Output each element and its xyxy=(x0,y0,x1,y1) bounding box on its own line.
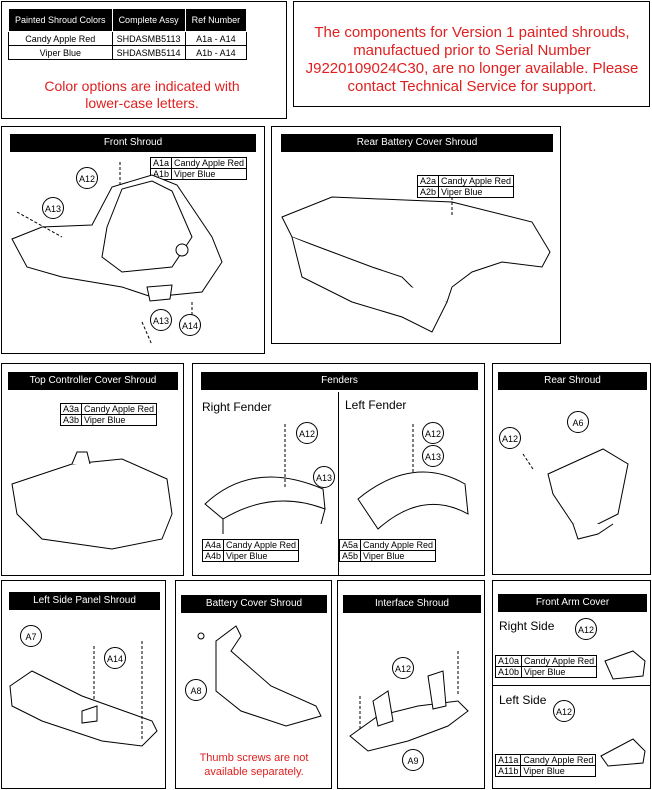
ref: A4b xyxy=(201,550,225,562)
header-colors: Painted Shroud Colors xyxy=(8,8,113,32)
ref: A4a xyxy=(201,539,225,551)
color: Viper Blue xyxy=(521,666,598,678)
header-assy: Complete Assy xyxy=(111,8,186,32)
panel-left-side: Left Side Panel Shroud A7 A14 xyxy=(1,580,166,789)
rear-shroud-drawing xyxy=(522,448,629,540)
right-side-title: Right Side xyxy=(499,619,555,633)
color: Candy Apple Red xyxy=(521,655,598,667)
callout-a12: A12 xyxy=(392,657,414,679)
callout-a13: A13 xyxy=(42,197,64,219)
callout-a12: A12 xyxy=(575,618,597,640)
cell: Viper Blue xyxy=(8,45,113,60)
color: Viper Blue xyxy=(171,168,248,180)
panel-title: Top Controller Cover Shroud xyxy=(8,372,178,390)
color: Viper Blue xyxy=(81,414,158,426)
panel-front-arm-cover: Front Arm Cover Right Side Left Side A12… xyxy=(492,580,651,789)
callout-a8: A8 xyxy=(185,679,207,701)
top-controller-drawing xyxy=(11,451,173,550)
left-side-title: Left Side xyxy=(499,693,547,707)
notice-text: The components for Version 1 painted shr… xyxy=(305,24,639,95)
battery-cover-drawing xyxy=(197,625,322,727)
cell: A1b - A14 xyxy=(184,45,248,60)
cell: A1a - A14 xyxy=(184,31,248,46)
color-legend-box: Painted Shroud Colors Complete Assy Ref … xyxy=(1,1,287,119)
callout-a13: A13 xyxy=(422,445,444,467)
cell: SHDASMB5114 xyxy=(111,45,186,60)
ref: A10a xyxy=(494,655,523,667)
callout-a13: A13 xyxy=(150,309,172,331)
panel-title: Fenders xyxy=(201,372,478,390)
rear-battery-cover-drawing xyxy=(281,196,551,333)
callout-a12: A12 xyxy=(553,700,575,722)
front-shroud-drawing xyxy=(11,162,223,346)
left-side-drawing xyxy=(9,641,158,747)
callout-a13: A13 xyxy=(313,466,335,488)
legend-note: Color options are indicated with lower-c… xyxy=(44,78,240,111)
header-ref: Ref Number xyxy=(184,8,248,32)
color: Candy Apple Red xyxy=(223,539,300,551)
callout-a12: A12 xyxy=(76,167,98,189)
panel-fenders: Fenders Right Fender Left Fender A12 A13… xyxy=(192,363,485,576)
battery-cover-note: Thumb screws are not available separatel… xyxy=(199,752,309,778)
ref: A11a xyxy=(494,754,522,766)
color: Viper Blue xyxy=(520,765,597,777)
cell: SHDASMB5113 xyxy=(111,31,186,46)
notice-box: The components for Version 1 painted shr… xyxy=(293,1,650,107)
panel-title: Left Side Panel Shroud xyxy=(9,592,160,610)
panel-title: Front Arm Cover xyxy=(498,594,647,612)
callout-a6: A6 xyxy=(567,411,589,433)
color: Candy Apple Red xyxy=(360,539,437,551)
right-fender-title: Right Fender xyxy=(202,400,272,414)
ref: A5b xyxy=(338,550,362,562)
divider xyxy=(493,685,650,686)
fenders-drawing xyxy=(204,424,469,534)
color: Viper Blue xyxy=(223,550,300,562)
left-fender-title: Left Fender xyxy=(345,398,407,412)
callout-a14: A14 xyxy=(104,647,126,669)
panel-title: Interface Shroud xyxy=(343,595,481,613)
color: Viper Blue xyxy=(438,186,515,198)
panel-title: Front Shroud xyxy=(10,134,256,152)
ref: A5a xyxy=(338,539,362,551)
color: Viper Blue xyxy=(360,550,437,562)
cell: Candy Apple Red xyxy=(8,31,113,46)
callout-a7: A7 xyxy=(20,625,42,647)
color: Candy Apple Red xyxy=(520,754,597,766)
panel-rear-shroud: Rear Shroud A12 A6 xyxy=(492,363,651,575)
panel-title: Rear Battery Cover Shroud xyxy=(281,134,553,152)
callout-a12: A12 xyxy=(499,427,521,449)
panel-title: Battery Cover Shroud xyxy=(181,595,327,613)
callout-a12: A12 xyxy=(296,422,318,444)
panel-title: Rear Shroud xyxy=(498,372,647,390)
front-arm-drawing xyxy=(600,650,646,767)
color-legend-table: Painted Shroud Colors Complete Assy Ref … xyxy=(8,8,248,60)
callout-a12: A12 xyxy=(422,422,444,444)
divider xyxy=(338,392,339,575)
ref: A11b xyxy=(494,765,522,777)
callout-a9: A9 xyxy=(402,749,424,771)
callout-a14: A14 xyxy=(179,314,201,336)
panel-battery-cover: Battery Cover Shroud A8 Thumb screws are… xyxy=(175,580,332,789)
interface-drawing xyxy=(349,651,469,752)
panel-interface: Interface Shroud A12 A9 xyxy=(337,580,485,789)
ref: A10b xyxy=(494,666,523,678)
